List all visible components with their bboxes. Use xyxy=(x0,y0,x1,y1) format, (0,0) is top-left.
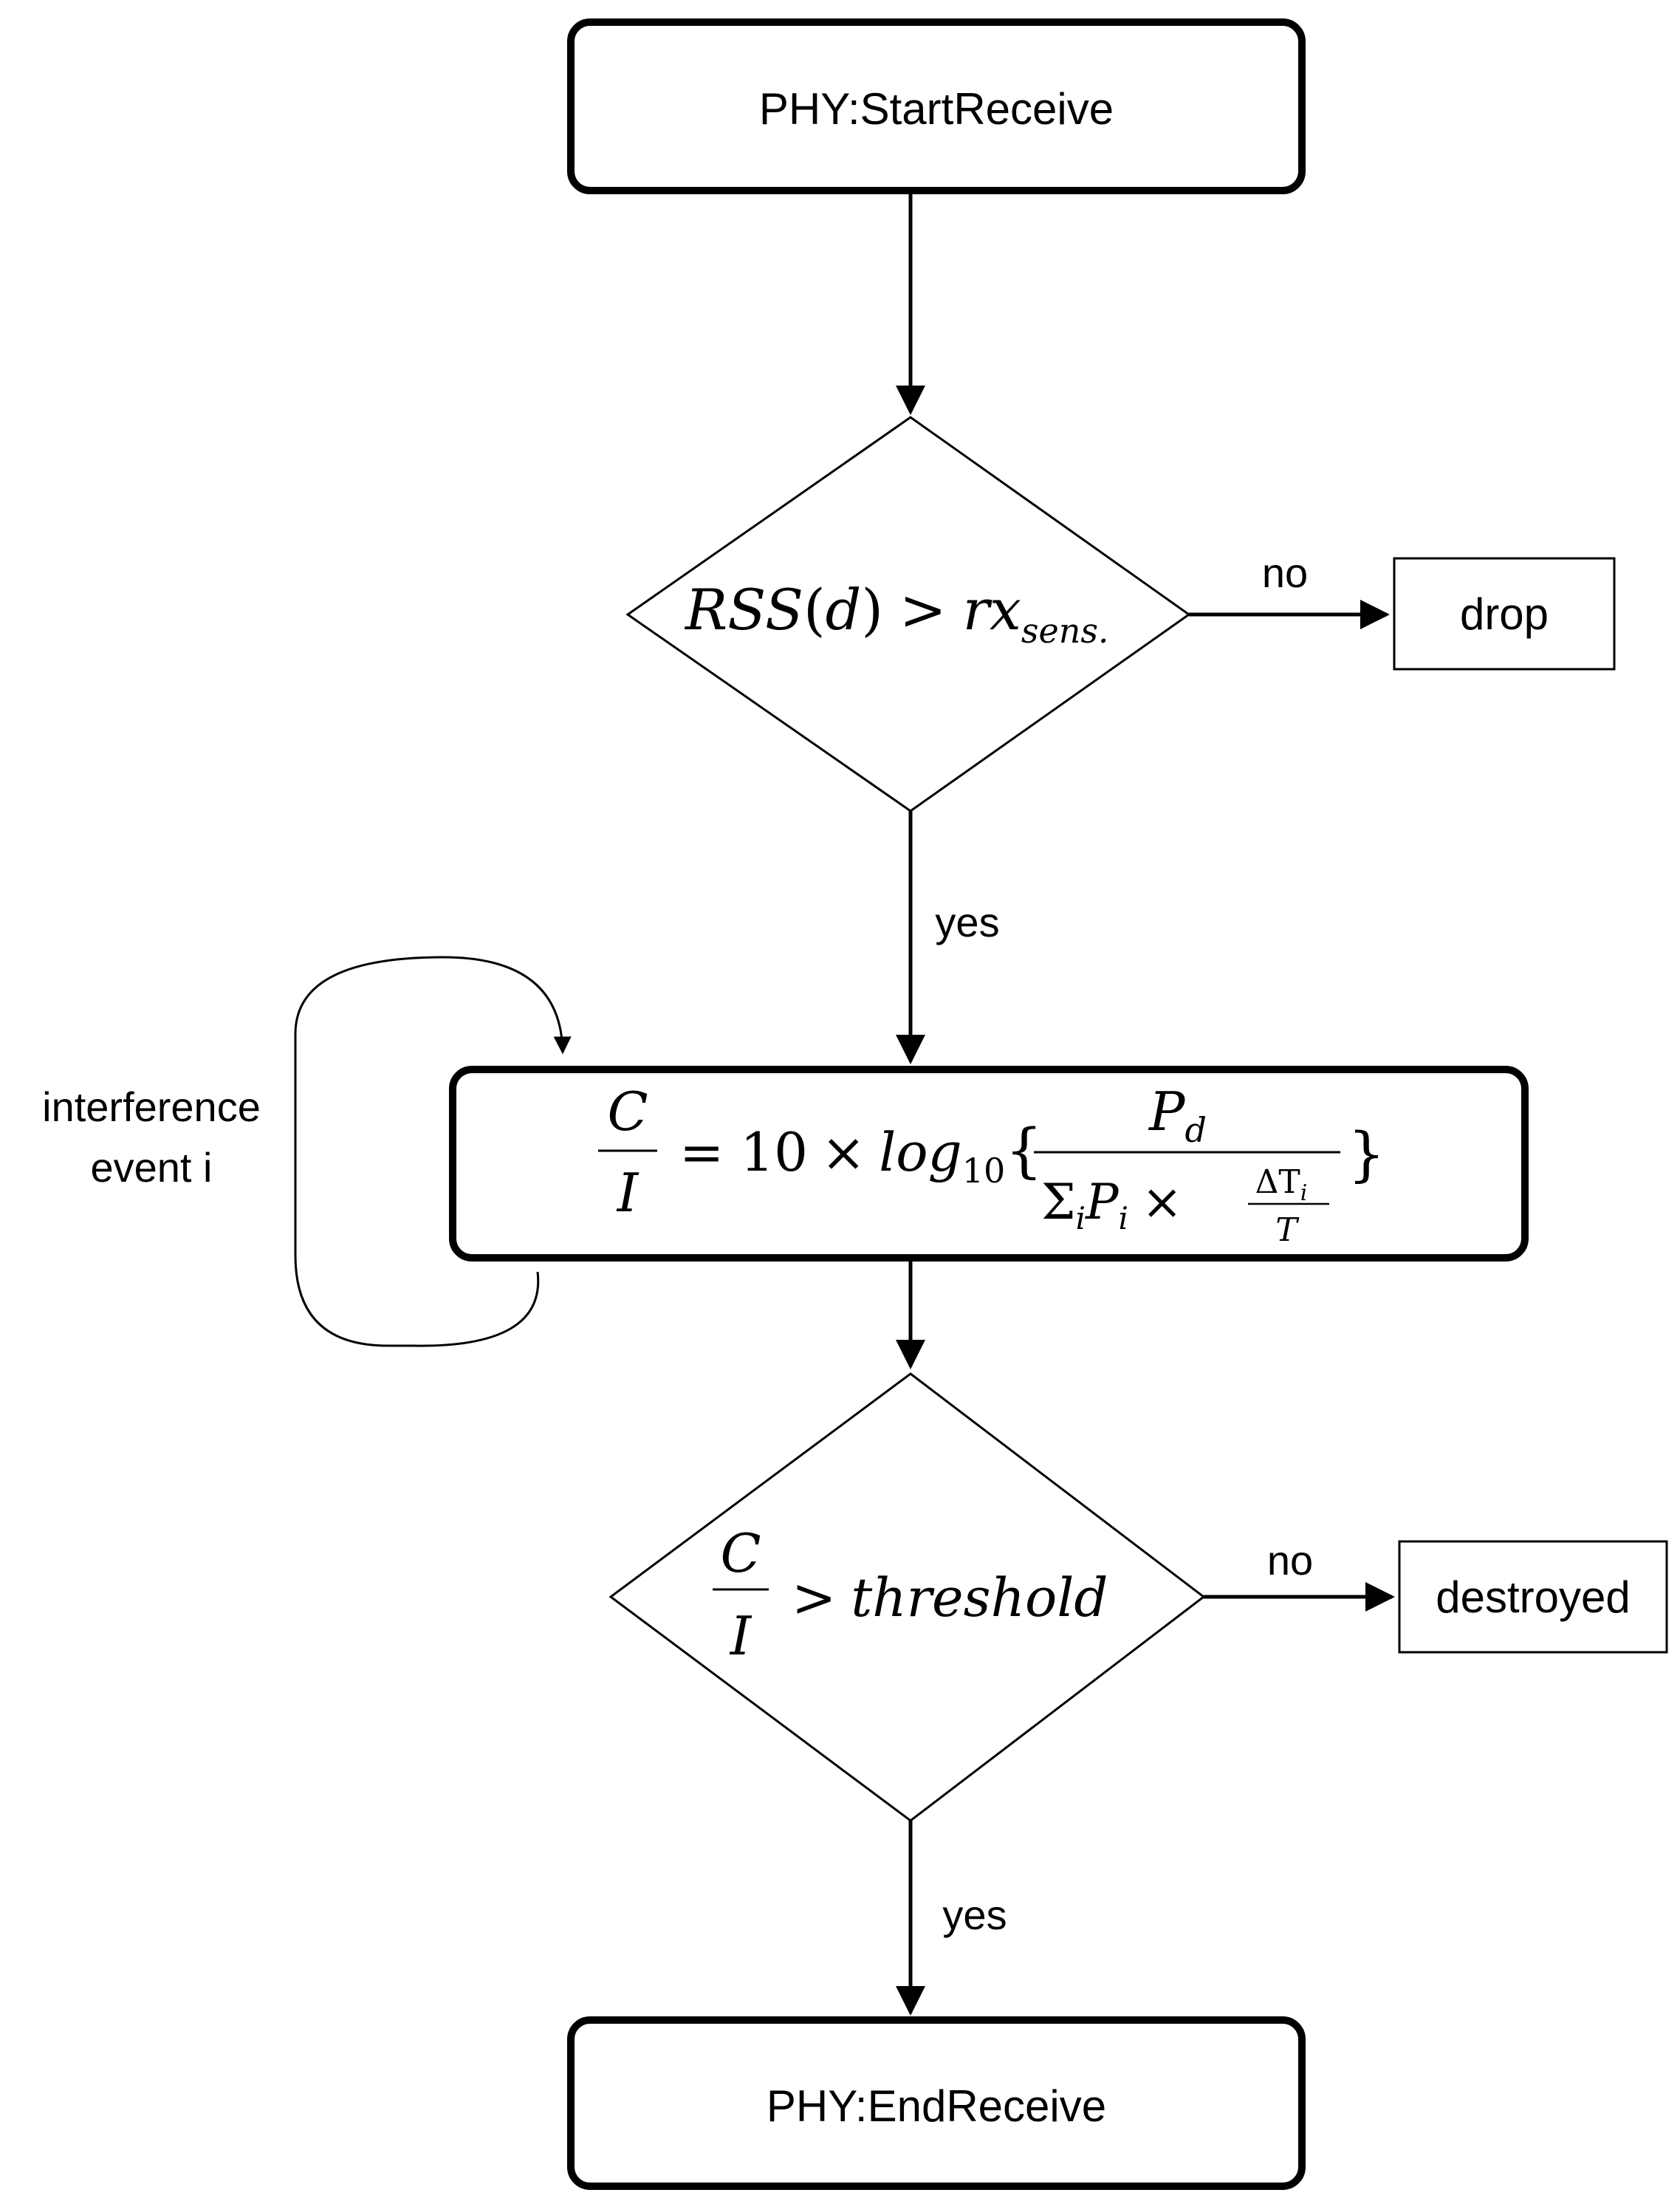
formula-lhs-denominator: I xyxy=(616,1162,640,1224)
formula-numerator-subscript: d xyxy=(1185,1110,1207,1150)
edge-decision1-no-label: no xyxy=(1262,550,1308,596)
destroyed-node-label: destroyed xyxy=(1436,1572,1631,1622)
decision1-rparen: ) xyxy=(861,577,883,643)
start-node: PHY:StartReceive xyxy=(567,18,1306,194)
decision2-threshold: threshold xyxy=(851,1567,1108,1629)
formula-middle: =10×log10{ xyxy=(679,1116,1043,1191)
drop-node: drop xyxy=(1393,557,1616,671)
formula-inner-denominator: T xyxy=(1275,1211,1300,1249)
edge-decision2-yes-label: yes xyxy=(942,1892,1007,1938)
end-node-label: PHY:EndReceive xyxy=(767,2081,1106,2131)
formula-log: log xyxy=(879,1121,961,1183)
formula-denominator-p-subscript: i xyxy=(1119,1200,1128,1236)
decision2-denominator: I xyxy=(729,1605,752,1667)
interference-loop xyxy=(294,956,572,1347)
decision1-node: RSS(d)>rxsens. xyxy=(625,416,1191,812)
formula-right-brace: } xyxy=(1348,1120,1385,1188)
decision1-expression: RSS(d)>rxsens. xyxy=(684,577,1109,651)
decision2-operator: > xyxy=(792,1567,836,1629)
decision2-numerator: C xyxy=(720,1522,761,1584)
formula-inner-numerator: ΔTi xyxy=(1255,1163,1308,1206)
formula-lhs-numerator: C xyxy=(607,1081,648,1143)
formula-denominator-times: × xyxy=(1142,1174,1182,1230)
decision2-expression: >threshold xyxy=(792,1567,1108,1629)
edge-decision1-yes-label: yes xyxy=(935,899,999,945)
formula-times: × xyxy=(821,1121,865,1183)
formula-coefficient: 10 xyxy=(740,1121,808,1183)
destroyed-node: destroyed xyxy=(1398,1540,1668,1654)
formula-equals: = xyxy=(679,1121,724,1183)
formula-denominator: ΣiPi × xyxy=(1041,1174,1182,1236)
end-node: PHY:EndReceive xyxy=(567,2016,1306,2190)
formula-log-subscript: 10 xyxy=(962,1151,1006,1191)
formula-left-brace: { xyxy=(1005,1116,1043,1185)
formula-numerator: Pd xyxy=(1148,1081,1207,1150)
edge-decision2-no-label: no xyxy=(1267,1537,1313,1584)
decision1-rx: rx xyxy=(963,577,1021,643)
decision1-operator: > xyxy=(899,577,947,643)
decision1-lparen: ( xyxy=(803,577,826,643)
formula-numerator-p: P xyxy=(1148,1081,1186,1143)
formula-sigma: Σ xyxy=(1041,1174,1076,1230)
decision1-rss: RSS xyxy=(684,577,803,643)
formula-delta-t: ΔT xyxy=(1255,1163,1300,1201)
formula-sigma-subscript: i xyxy=(1076,1200,1086,1236)
start-node-label: PHY:StartReceive xyxy=(759,84,1114,134)
formula-denominator-p: P xyxy=(1085,1174,1120,1230)
formula-delta-t-subscript: i xyxy=(1300,1180,1308,1206)
decision1-rx-subscript: sens. xyxy=(1021,611,1109,651)
decision1-arg: d xyxy=(826,577,862,643)
drop-node-label: drop xyxy=(1460,589,1549,639)
formula-node: C I =10×log10{ Pd ΣiPi× ΔTi T } xyxy=(449,1066,1529,1262)
loop-label-line2: event i xyxy=(91,1144,213,1191)
loop-label-line1: interference xyxy=(42,1084,261,1130)
decision2-node: C I >threshold xyxy=(608,1372,1206,1822)
